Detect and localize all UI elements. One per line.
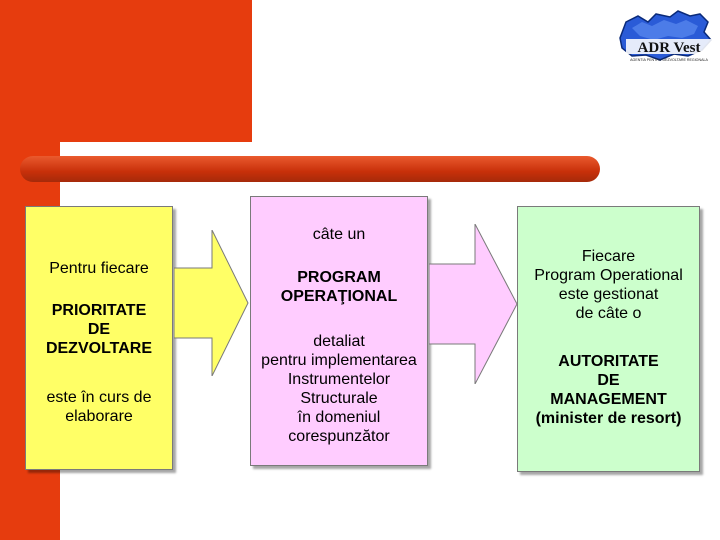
arrow-right-icon — [429, 224, 518, 384]
box-program-detail: detaliat pentru implementarea Instrument… — [261, 333, 417, 445]
box-program-intro: câte un — [312, 226, 366, 243]
box-authority-title: AUTORITATE DE MANAGEMENT (minister de re… — [535, 353, 682, 427]
box-priority: Pentru fiecare PRIORITATE DE DEZVOLTARE … — [25, 206, 173, 470]
box-program-title: PROGRAM OPERAŢIONAL — [280, 269, 398, 305]
box-priority-status: este în curs de elaborare — [46, 389, 152, 425]
logo-tagline: AGENTIA PENTRU DEZVOLTARE REGIONALA — [630, 58, 708, 62]
adr-vest-logo: ADR Vest AGENTIA PENTRU DEZVOLTARE REGIO… — [612, 8, 718, 66]
box-program: câte un PROGRAM OPERAŢIONAL detaliat pen… — [250, 196, 428, 466]
box-authority: Fiecare Program Operational este gestion… — [517, 206, 700, 472]
box-authority-intro: Fiecare Program Operational este gestion… — [534, 248, 683, 322]
header-bar-cap — [60, 142, 96, 156]
box-priority-title: PRIORITATE DE DEZVOLTARE — [45, 302, 153, 357]
adr-vest-logo-graphic: ADR Vest AGENTIA PENTRU DEZVOLTARE REGIO… — [619, 10, 713, 62]
box-priority-intro: Pentru fiecare — [49, 260, 149, 277]
header-bar — [20, 156, 600, 182]
arrow-right-icon — [174, 230, 249, 376]
logo-name: ADR Vest — [638, 40, 701, 56]
